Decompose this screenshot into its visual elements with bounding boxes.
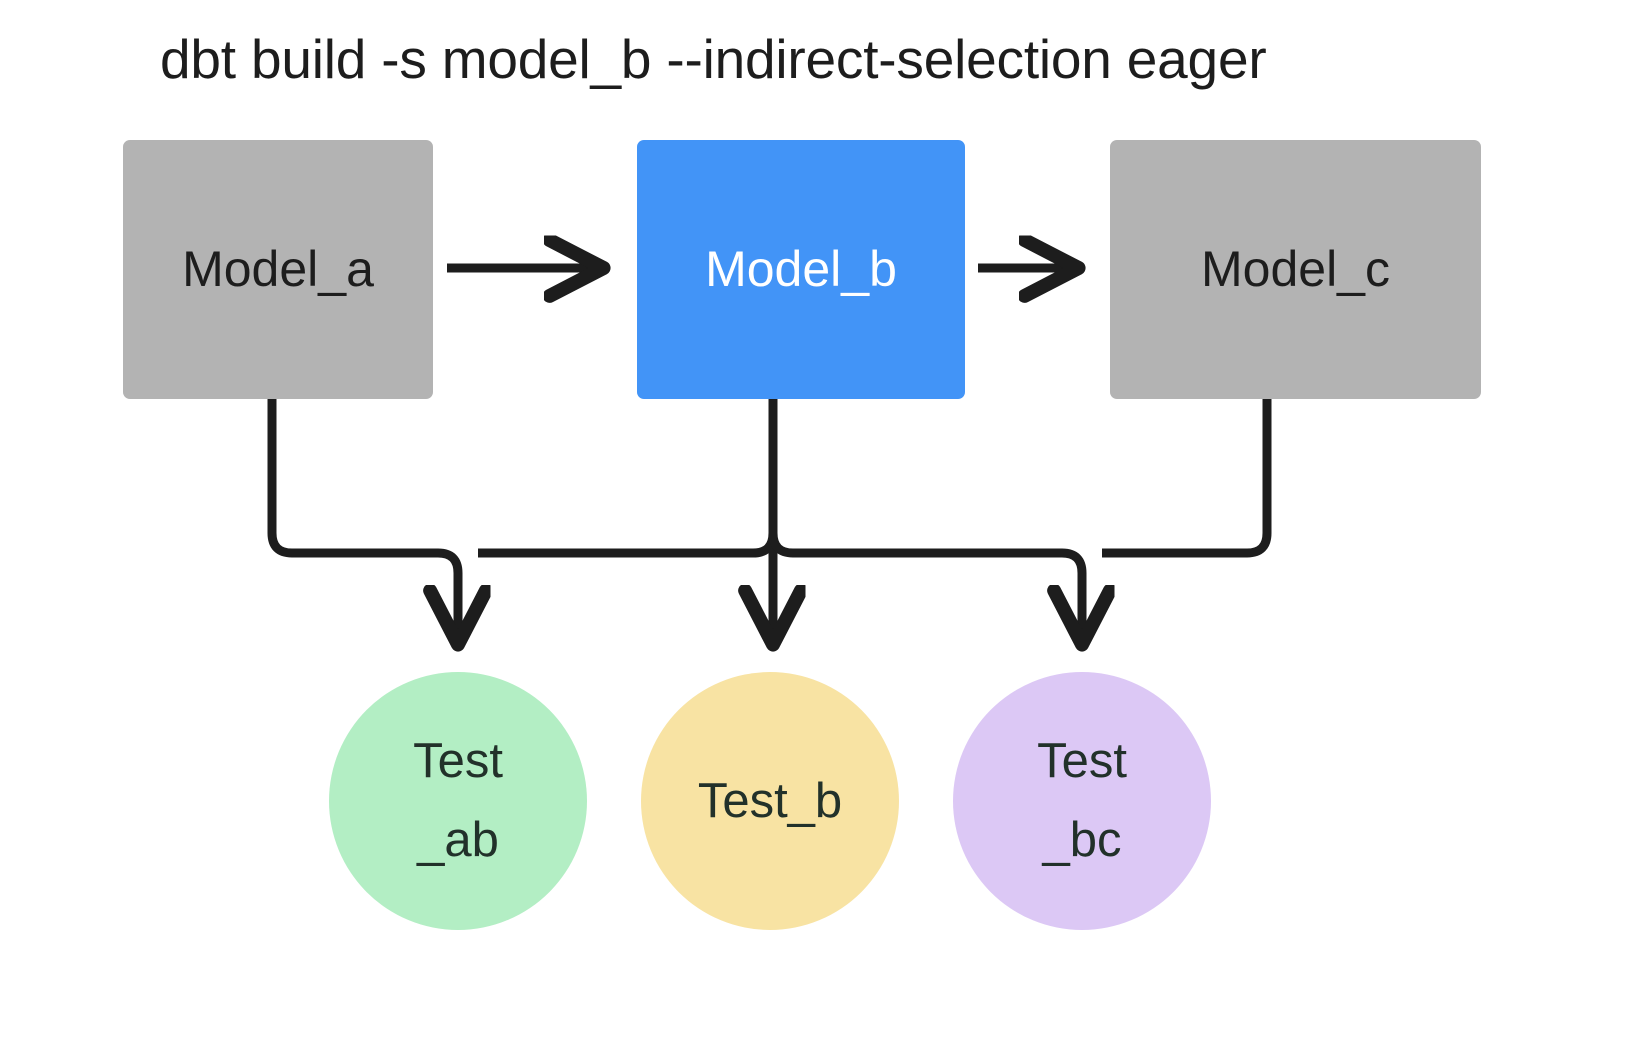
- node-model-a[interactable]: Model_a: [123, 140, 433, 399]
- edge-model-b-to-test-bc: [768, 399, 1082, 641]
- node-model-b-label: Model_b: [705, 240, 897, 297]
- edge-model-a-to-test-ab: [267, 399, 458, 641]
- node-test-bc[interactable]: Test _bc: [953, 672, 1211, 930]
- node-test-bc-label-line1: Test: [1037, 734, 1127, 788]
- node-test-ab-label-line2: _ab: [417, 813, 499, 867]
- edge-model-c-to-test-bc: [1102, 399, 1272, 558]
- node-test-bc-label-line2: _bc: [1042, 813, 1122, 867]
- node-test-ab-label-line1: Test: [413, 734, 503, 788]
- node-test-ab[interactable]: Test _ab: [329, 672, 587, 930]
- edge-model-b-to-test-ab: [478, 399, 778, 558]
- node-model-b[interactable]: Model_b: [637, 140, 965, 399]
- diagram-title: dbt build -s model_b --indirect-selectio…: [160, 28, 1267, 90]
- node-test-b[interactable]: Test_b: [641, 672, 899, 930]
- node-model-a-label: Model_a: [182, 240, 374, 297]
- node-model-c[interactable]: Model_c: [1110, 140, 1481, 399]
- node-test-b-label-line1: Test_b: [697, 773, 843, 828]
- node-model-c-label: Model_c: [1201, 240, 1390, 297]
